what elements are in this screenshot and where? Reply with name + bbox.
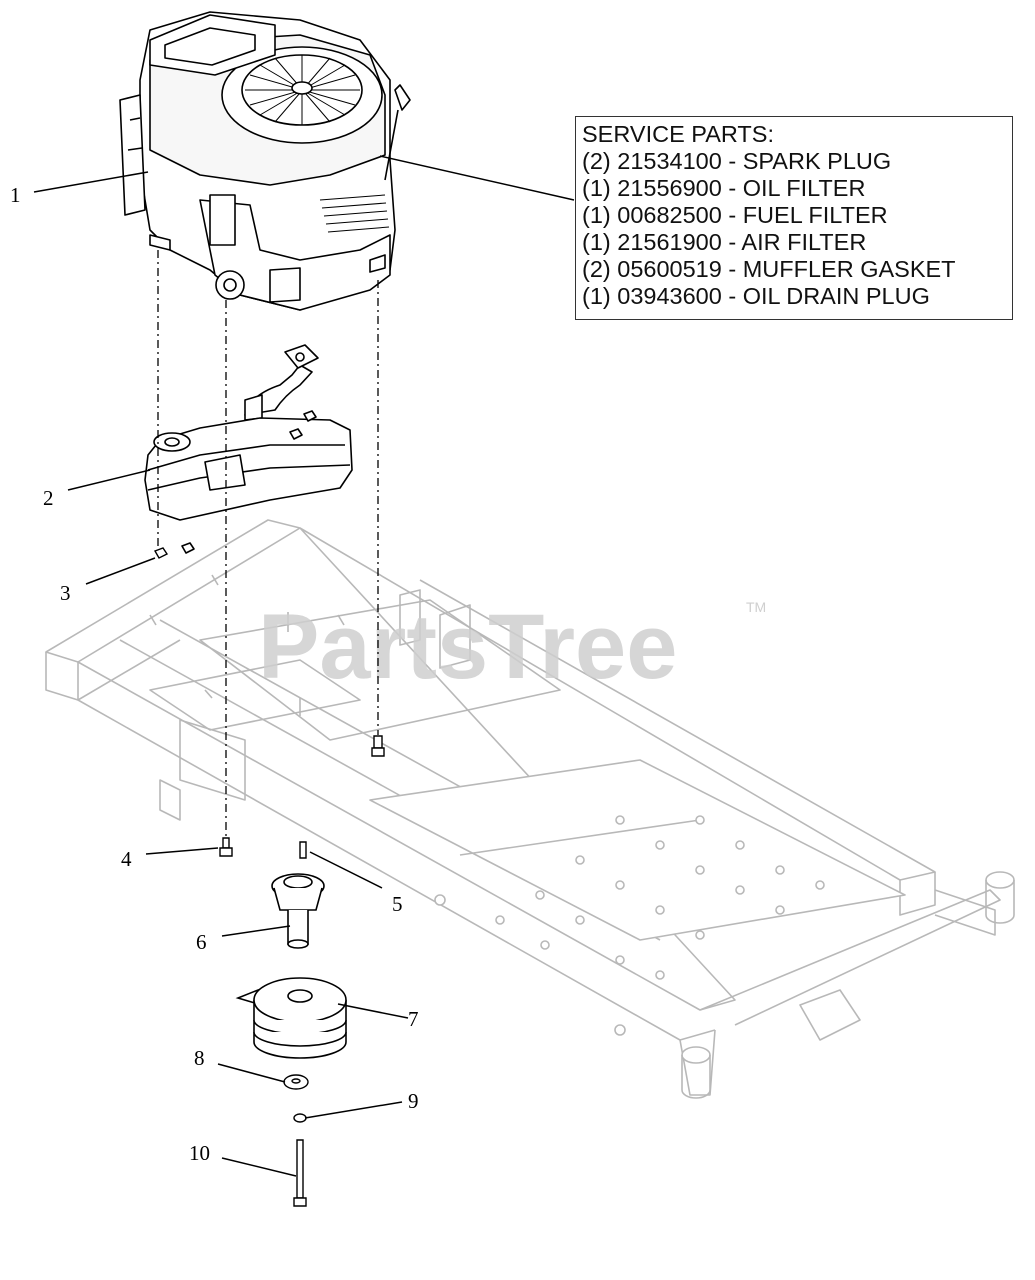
mower-frame <box>45 519 1015 1099</box>
callout-2: 2 <box>43 486 54 510</box>
bolt-frame <box>371 735 385 757</box>
key-5 <box>299 841 307 859</box>
adapter-6 <box>271 873 325 949</box>
muffler <box>144 344 353 554</box>
service-part-air-filter: (1) 21561900 - AIR FILTER <box>582 229 867 255</box>
callout-7: 7 <box>408 1007 419 1031</box>
service-part-oil-filter: (1) 21556900 - OIL FILTER <box>582 175 866 201</box>
callout-8: 8 <box>194 1046 205 1070</box>
callout-5: 5 <box>392 892 403 916</box>
callout-9: 9 <box>408 1089 419 1113</box>
engine <box>119 11 411 311</box>
washer-8 <box>283 1074 309 1090</box>
service-part-fuel-filter: (1) 00682500 - FUEL FILTER <box>582 202 888 228</box>
service-part-oil-drain-plug: (1) 03943600 - OIL DRAIN PLUG <box>582 283 930 309</box>
service-parts-box: SERVICE PARTS: (2) 21534100 - SPARK PLUG… <box>575 116 1013 320</box>
lockwasher-9 <box>293 1113 307 1123</box>
callout-3: 3 <box>60 581 71 605</box>
bolt-4 <box>219 837 233 857</box>
callout-numbers: 1 2 3 4 5 6 7 8 9 10 <box>10 183 419 1165</box>
bolt-10 <box>293 1139 307 1207</box>
callout-10: 10 <box>189 1141 210 1165</box>
callout-1: 1 <box>10 183 21 207</box>
service-parts-title: SERVICE PARTS: <box>582 121 774 147</box>
watermark: PartsTree TM <box>258 596 766 698</box>
watermark-tm: TM <box>746 599 766 615</box>
watermark-text: PartsTree <box>258 596 677 698</box>
nut-3 <box>153 547 169 559</box>
alignment-lines <box>157 250 379 838</box>
service-part-muffler-gasket: (2) 05600519 - MUFFLER GASKET <box>582 256 956 282</box>
clutch-7 <box>235 977 347 1059</box>
callout-4: 4 <box>121 847 132 871</box>
leader-lines <box>33 155 575 1177</box>
service-part-spark-plug: (2) 21534100 - SPARK PLUG <box>582 148 892 174</box>
callout-6: 6 <box>196 930 207 954</box>
